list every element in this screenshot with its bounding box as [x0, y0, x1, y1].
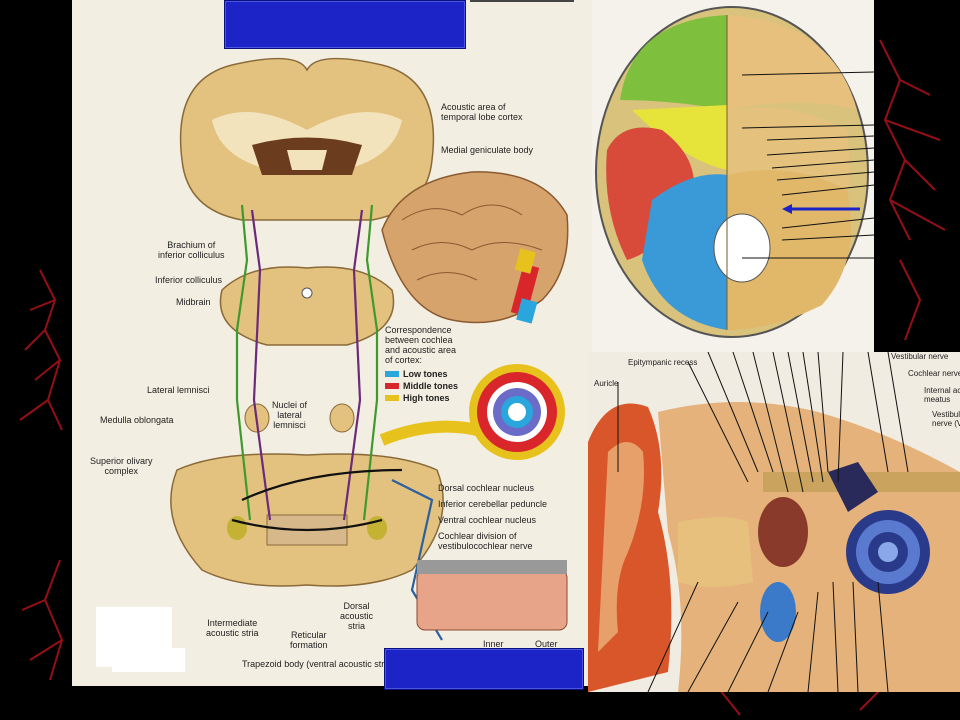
label-dorsal-cochlear: Dorsal cochlear nucleus: [438, 483, 535, 493]
label-cochlear-division: Cochlear division of vestibulocochlear n…: [438, 531, 533, 551]
label-medulla: Medulla oblongata: [100, 415, 174, 425]
title-placeholder-bottom: [384, 648, 584, 690]
label-reticular: Reticular formation: [290, 630, 328, 650]
legend-swatch-low: [385, 371, 399, 377]
redaction-box-2: [112, 648, 185, 672]
legend-label-low: Low tones: [403, 369, 448, 379]
label-ventral-cochlear: Ventral cochlear nucleus: [438, 515, 537, 525]
label-acoustic-area: Acoustic area of temporal lobe cortex: [441, 102, 523, 122]
label-dorsal-stria: Dorsal acoustic stria: [340, 601, 374, 631]
label-outer: Outer: [535, 639, 558, 649]
auditory-pathway-figure: [170, 57, 569, 641]
label-trapezoid: Trapezoid body (ventral acoustic stria): [242, 659, 395, 669]
label-epitympanic: Epitympanic recess: [628, 358, 698, 367]
skull-base-figure: [595, 6, 874, 338]
legend-heading: Correspondence between cochlea and acous…: [385, 325, 457, 365]
label-inner: Inner: [483, 639, 504, 649]
legend-label-high: High tones: [403, 393, 450, 403]
legend-swatch-high: [385, 395, 399, 401]
legend-label-middle: Middle tones: [403, 381, 459, 391]
label-nuclei-lateral-lemnisci: Nuclei of lateral lemnisci: [272, 400, 308, 430]
label-vestibular-nerve: Vestibular nerve: [891, 352, 949, 361]
auditory-pathway-panel: Acoustic area of temporal lobe cortex Me…: [72, 0, 592, 686]
top-rule: [470, 0, 574, 2]
label-inferior-colliculus: Inferior colliculus: [155, 275, 223, 285]
ear-section-panel: Epitympanic recess Auricle Vestibular ne…: [588, 352, 960, 692]
ear-section-figure: [588, 352, 960, 692]
label-auricle: Auricle: [594, 379, 619, 388]
label-internal-meatus: Internal ac meatus: [924, 386, 960, 404]
label-midbrain: Midbrain: [176, 297, 211, 307]
label-lateral-lemnisci: Lateral lemnisci: [147, 385, 210, 395]
label-superior-olivary: Superior olivary complex: [90, 456, 153, 476]
legend-swatch-middle: [385, 383, 399, 389]
title-placeholder-top: [224, 0, 466, 49]
label-vestibul-nerve: Vestibul nerve (V: [932, 410, 960, 428]
label-inferior-cerebellar: Inferior cerebellar peduncle: [438, 499, 548, 509]
skull-base-panel: [592, 0, 874, 352]
label-brachium: Brachium of inferior colliculus: [158, 240, 225, 260]
label-intermediate-stria: Intermediate acoustic stria: [206, 618, 259, 638]
label-cochlear-nerve: Cochlear nerve: [908, 369, 960, 378]
label-medial-geniculate: Medial geniculate body: [441, 145, 534, 155]
